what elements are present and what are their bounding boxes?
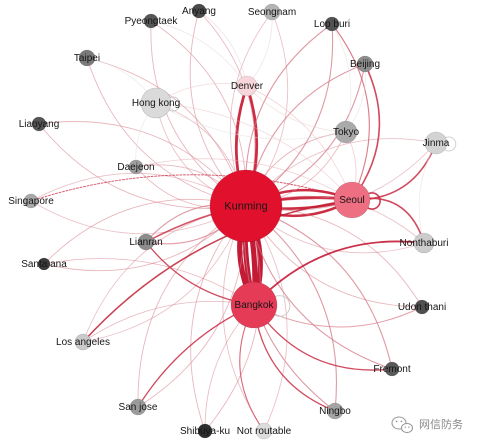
node-udon-thani: [414, 299, 430, 315]
node-singapore: [23, 193, 39, 209]
node-label-ningbo: Ningbo: [319, 406, 351, 417]
node-lop-buri: [324, 16, 340, 32]
node-label-bangkok: Bangkok: [235, 300, 275, 311]
watermark-text: 网信防务: [419, 417, 463, 431]
watermark: 网信防务: [391, 416, 463, 434]
node-label-fremont: Fremont: [373, 364, 410, 375]
node-seongnam: [263, 3, 281, 21]
node-label-seongnam: Seongnam: [248, 7, 296, 18]
edge-seoul-hong-kong: [155, 102, 353, 201]
node-lianran: [137, 233, 155, 251]
node-layer: [23, 3, 448, 440]
edge-seoul-denver: [246, 85, 353, 201]
node-kunming: [209, 169, 283, 243]
node-label-lop-buri: Lop buri: [314, 19, 350, 30]
node-hong-kong: [140, 87, 172, 119]
node-label-seoul: Seoul: [339, 195, 365, 206]
node-label-singapore: Singapore: [8, 196, 54, 207]
edge-bangkok-nonthaburi: [253, 240, 425, 306]
edge-seoul-singapore: [30, 174, 353, 202]
node-label-liaoyang: Liaoyang: [19, 119, 60, 130]
node-santa-ana: [37, 257, 51, 271]
node-label-daejeon: Daejeon: [117, 162, 154, 173]
node-jinma: [424, 131, 448, 155]
edge-hong-kong-tokyo: [155, 102, 347, 140]
node-label-taipei: Taipei: [74, 53, 100, 64]
node-label-udon-thani: Udon thani: [398, 302, 446, 313]
node-tokyo: [334, 120, 358, 144]
node-seoul: [333, 181, 371, 219]
node-taipei: [78, 49, 96, 67]
node-los-angeles: [74, 333, 92, 351]
node-daejeon: [128, 159, 144, 175]
edge-bangkok-santa-ana: [43, 258, 255, 306]
edge-jinma-nonthaburi: [418, 142, 437, 244]
edge-seoul-daejeon: [135, 158, 353, 201]
node-label-not-routable: Not routable: [237, 426, 292, 437]
node-not-routable: [255, 422, 273, 440]
node-label-beijing: Beijing: [350, 59, 380, 70]
node-label-nonthaburi: Nonthaburi: [400, 238, 449, 249]
node-nonthaburi: [413, 232, 435, 254]
node-pyeongtaek: [143, 13, 159, 29]
node-label-anyang: Anyang: [182, 6, 216, 17]
node-label-denver: Denver: [231, 81, 264, 92]
node-label-kunming: Kunming: [224, 201, 267, 213]
wechat-icon: [391, 416, 414, 434]
node-san-jose: [129, 398, 147, 416]
edge-seoul-los-angeles: [82, 199, 353, 343]
edge-denver-pyeongtaek: [150, 20, 248, 87]
node-label-santa-ana: Santa ana: [21, 259, 67, 270]
node-label-san-jose: San jose: [119, 402, 158, 413]
node-label-los-angeles: Los angeles: [56, 337, 110, 348]
edge-seoul-lop-buri: [331, 23, 370, 201]
node-label-tokyo: Tokyo: [333, 127, 360, 138]
node-beijing: [356, 55, 374, 73]
node-denver: [236, 75, 258, 97]
node-label-hong-kong: Hong kong: [132, 98, 180, 109]
node-shibuya-ku: [197, 423, 213, 439]
node-label-shibuya-ku: Shibuya-ku: [180, 426, 230, 437]
node-fremont: [384, 361, 400, 377]
edge-denver-tokyo: [246, 85, 347, 133]
node-label-jinma: Jinma: [423, 138, 450, 149]
node-anyang: [191, 3, 207, 19]
node-bangkok: [230, 281, 278, 329]
node-label-lianran: Lianran: [129, 237, 162, 248]
node-label-pyeongtaek: Pyeongtaek: [125, 16, 179, 27]
node-liaoyang: [31, 116, 47, 132]
edge-tokyo-lop-buri: [331, 23, 352, 133]
node-ningbo: [326, 402, 344, 420]
